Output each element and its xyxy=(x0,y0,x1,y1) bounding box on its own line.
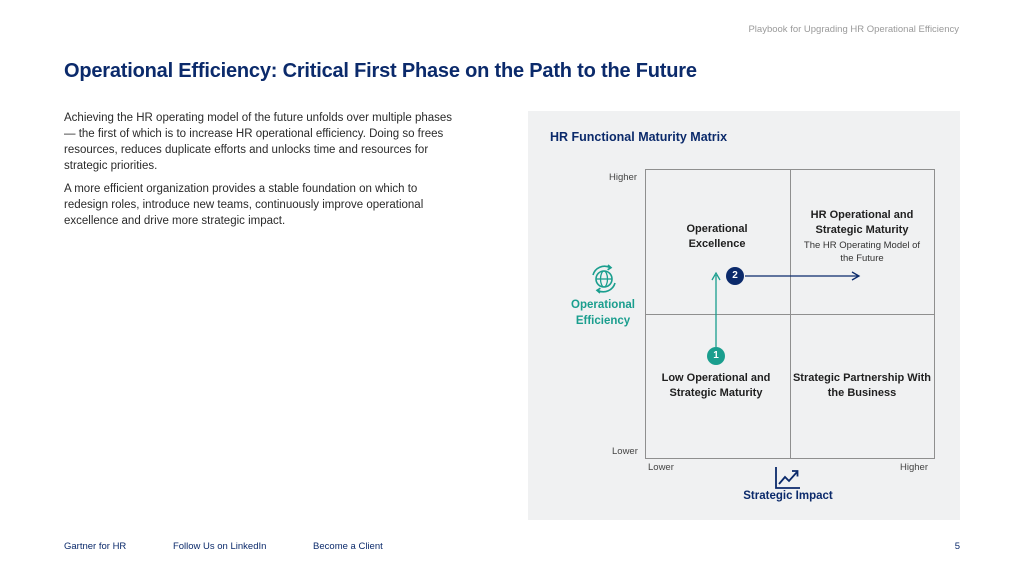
footer-link-linkedin[interactable]: Follow Us on LinkedIn xyxy=(172,541,267,552)
quadrant-top-left-title: Operational Excellence xyxy=(686,223,748,250)
footer-links: Gartner for HR Follow Us on LinkedIn Bec… xyxy=(64,541,427,552)
y-axis-label: Operational Efficiency xyxy=(571,299,635,327)
globe-cycle-icon xyxy=(592,264,616,294)
matrix-title: HR Functional Maturity Matrix xyxy=(550,130,728,144)
progress-arrows xyxy=(711,271,861,347)
step-1-badge: 1 xyxy=(707,347,725,365)
page-number: 5 xyxy=(954,541,960,552)
x-axis-label: Strategic Impact xyxy=(743,490,833,502)
page-title: Operational Efficiency: Critical First P… xyxy=(64,60,697,82)
trend-chart-icon xyxy=(775,467,800,489)
body-text: Achieving the HR operating model of the … xyxy=(64,110,464,236)
footer-link-gartner-for-hr[interactable]: Gartner for HR xyxy=(64,541,127,552)
quadrant-bottom-right-title: Strategic Partnership With the Business xyxy=(792,372,932,399)
matrix-horizontal-divider xyxy=(646,314,934,315)
quadrant-bottom-left-title: Low Operational and Strategic Maturity xyxy=(661,372,771,399)
matrix-grid xyxy=(645,169,935,459)
quadrant-top-right-title: HR Operational and Strategic Maturity xyxy=(810,209,914,236)
y-axis-high-label: Higher xyxy=(609,172,637,183)
maturity-matrix-panel: HR Functional Maturity Matrix Higher Low… xyxy=(528,111,960,520)
x-axis-high-label: Higher xyxy=(900,462,928,473)
arrow-step-1-head xyxy=(711,271,721,281)
arrow-step-2-head xyxy=(851,271,861,281)
body-paragraph-1: Achieving the HR operating model of the … xyxy=(64,112,453,172)
quadrant-top-right-subtitle: The HR Operating Model of the Future xyxy=(803,240,921,264)
header-note: Playbook for Upgrading HR Operational Ef… xyxy=(748,24,959,35)
x-axis-low-label: Lower xyxy=(648,462,674,473)
step-2-badge: 2 xyxy=(726,267,744,285)
footer-link-become-client[interactable]: Become a Client xyxy=(313,541,383,552)
body-paragraph-2: A more efficient organization provides a… xyxy=(64,183,424,227)
y-axis-low-label: Lower xyxy=(612,446,638,457)
